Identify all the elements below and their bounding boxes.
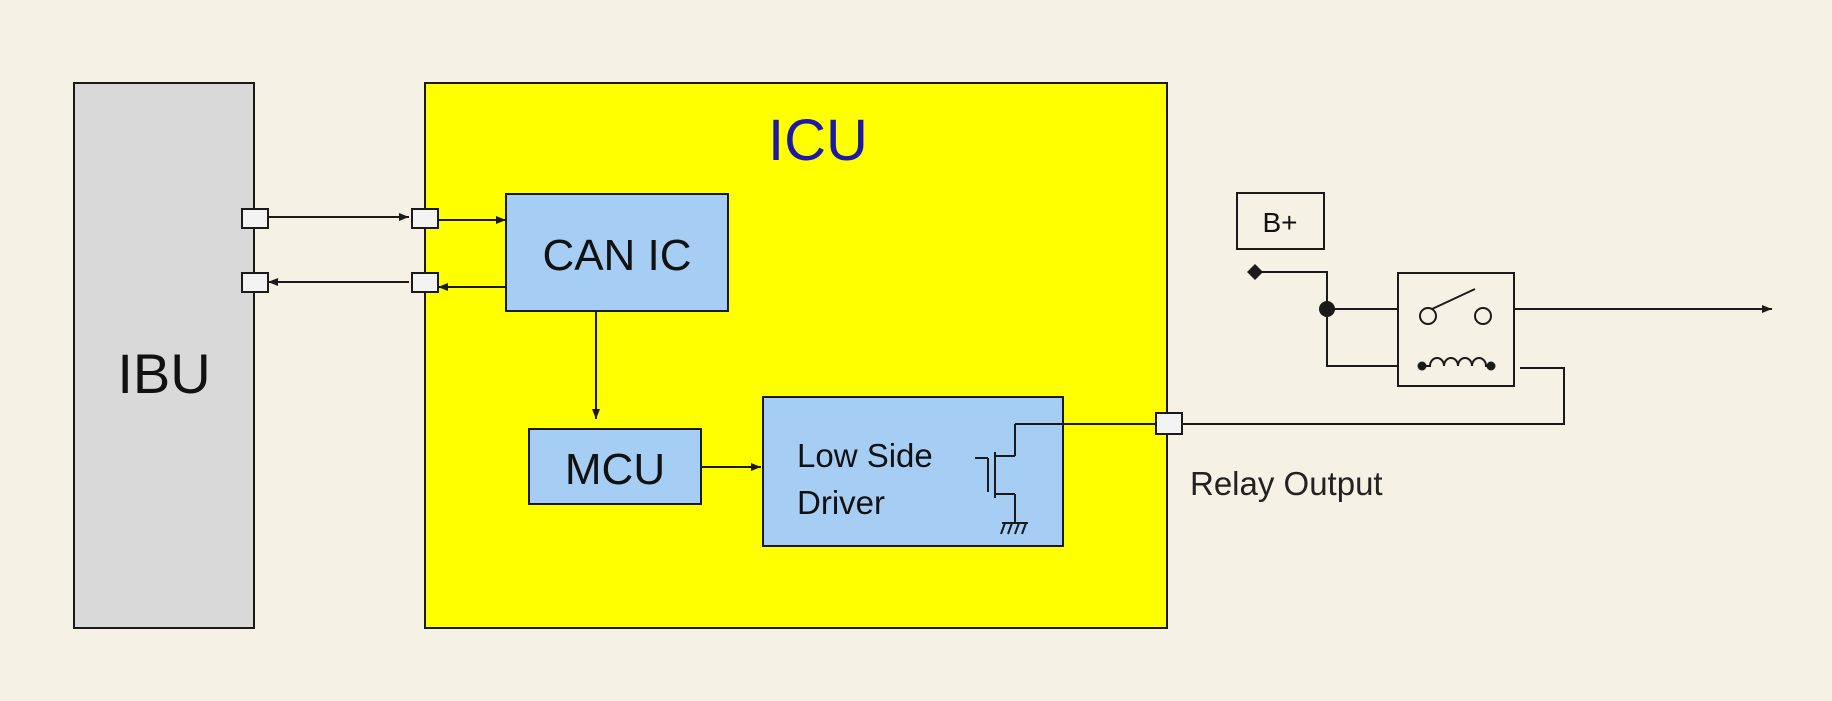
ibu-block: IBU <box>73 82 255 629</box>
mcu-box <box>528 428 702 505</box>
low-side-driver-block: Low Side Driver <box>762 396 1064 547</box>
relay-output-line <box>1061 367 1565 425</box>
can-ic-box <box>505 193 729 312</box>
ibu-label: IBU <box>117 342 210 405</box>
can-ic-block: CAN IC <box>505 193 729 312</box>
low-side-driver-label-line2: Driver <box>797 484 885 521</box>
icu-connector-bottom <box>411 272 439 293</box>
coil-icon <box>1417 357 1496 371</box>
icu-title: ICU <box>768 108 868 173</box>
battery-feed-line <box>1255 271 1422 367</box>
mcu-label: MCU <box>565 445 665 494</box>
mcu-block: MCU <box>528 428 702 505</box>
relay-box <box>1397 272 1515 387</box>
ibu-connector-bottom <box>241 272 269 293</box>
switch-icon <box>1419 288 1492 325</box>
ground-icon <box>1000 522 1028 535</box>
relay-output-connector <box>1155 412 1183 435</box>
ibu-box <box>73 82 255 629</box>
battery-terminal: B+ <box>1236 192 1325 280</box>
icu-connector-top <box>411 208 439 229</box>
battery-terminal-diamond <box>1247 264 1263 280</box>
ibu-connector-top <box>241 208 269 229</box>
can-ic-label: CAN IC <box>542 231 691 280</box>
n-mosfet-icon <box>975 423 1061 523</box>
battery-box <box>1236 192 1325 250</box>
relay <box>1397 272 1515 387</box>
connectors <box>241 208 1183 435</box>
battery-label: B+ <box>1262 207 1297 238</box>
relay-output-label: Relay Output <box>1190 465 1383 502</box>
low-side-driver-box <box>762 396 1064 547</box>
low-side-driver-label-line1: Low Side <box>797 437 933 474</box>
junction-dot <box>1319 301 1335 317</box>
